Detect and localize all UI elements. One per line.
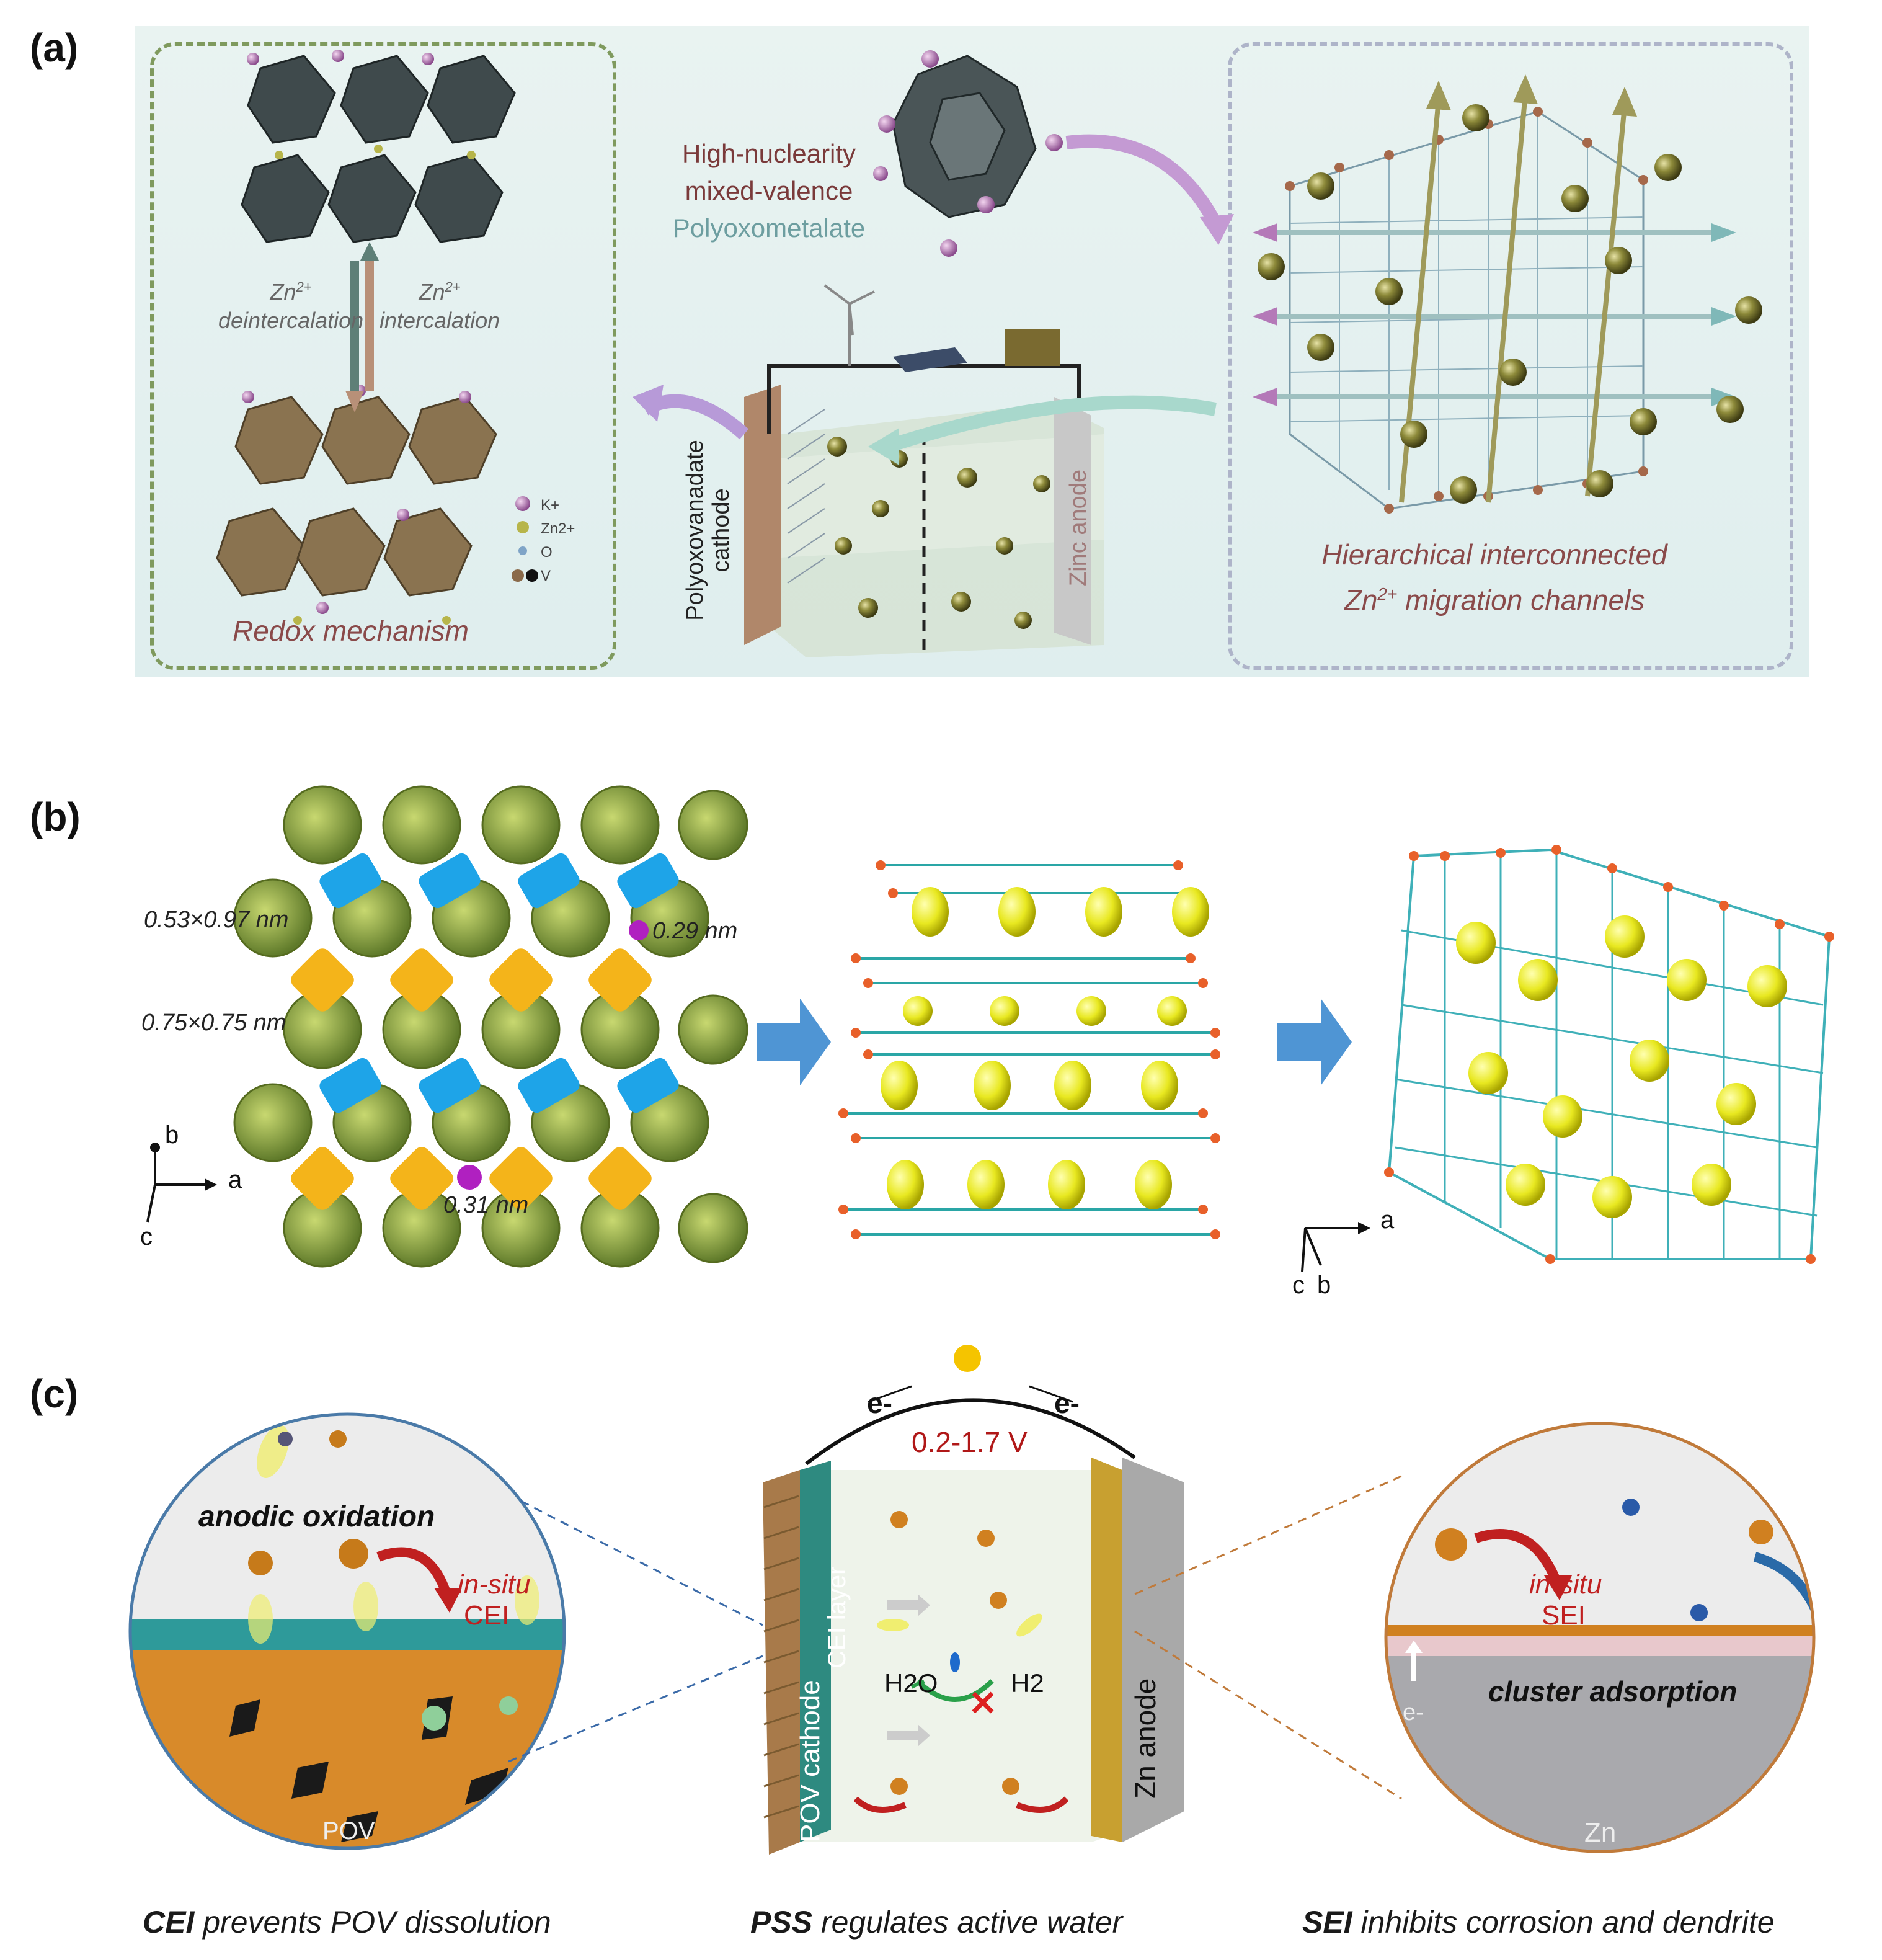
panel-b-label: (b) bbox=[30, 795, 81, 839]
cathode-zoom-circle bbox=[130, 1414, 564, 1848]
panel-a-label: (a) bbox=[30, 25, 79, 70]
caption-sei-text: inhibits corrosion and dendrite bbox=[1352, 1905, 1775, 1940]
redox-mechanism-caption: Redox mechanism bbox=[233, 615, 469, 647]
polyoxometalate-title: High-nuclearity mixed-valence Polyoxomet… bbox=[657, 135, 881, 247]
right-electron-label: e- bbox=[1403, 1699, 1424, 1726]
deint-sup: 2+ bbox=[296, 279, 312, 295]
axis-right-a: a bbox=[1380, 1206, 1395, 1234]
caption-cei-text: prevents POV dissolution bbox=[194, 1905, 551, 1940]
cathode-line1: Polyoxovanadate bbox=[682, 440, 708, 621]
voltage-label: 0.2-1.7 V bbox=[912, 1426, 1028, 1458]
panel-a-graphics bbox=[216, 50, 1762, 657]
migration-caption: Hierarchical interconnected Zn2+ migrati… bbox=[1259, 535, 1730, 620]
dim-label-1: 0.53×0.97 nm bbox=[144, 907, 289, 933]
title-line2: mixed-valence bbox=[685, 176, 853, 205]
zn-label: Zn bbox=[1584, 1817, 1617, 1848]
pss-cell bbox=[763, 1345, 1184, 1855]
deint-text: deintercalation bbox=[218, 308, 364, 333]
axis-right-b: b bbox=[1317, 1272, 1331, 1299]
dim-label-2: 0.75×0.75 nm bbox=[141, 1010, 286, 1036]
polyoxometalate-cluster bbox=[892, 55, 1037, 218]
caption-cei-bold: CEI bbox=[143, 1905, 195, 1940]
cathode-label: Polyoxovanadate cathode bbox=[682, 419, 734, 642]
migration-zn: Zn bbox=[1344, 584, 1378, 617]
caption-cei: CEI prevents POV dissolution bbox=[143, 1904, 551, 1940]
h2o-label: H2O bbox=[884, 1668, 938, 1698]
discharged-clusters bbox=[216, 396, 497, 597]
int-zn: Zn bbox=[419, 279, 445, 305]
axis-left-b: b bbox=[165, 1121, 179, 1149]
redox-mechanism-box bbox=[150, 42, 616, 670]
cei-layer-label: CEI layer bbox=[823, 1566, 851, 1669]
int-text: intercalation bbox=[380, 308, 500, 333]
charged-clusters bbox=[241, 55, 516, 243]
caption-sei-bold: SEI bbox=[1302, 1905, 1352, 1940]
deint-zn: Zn bbox=[270, 279, 296, 305]
deintercalation-label: Zn2+ deintercalation bbox=[218, 273, 363, 335]
axis-left-c: c bbox=[140, 1223, 153, 1250]
int-sup: 2+ bbox=[445, 279, 461, 295]
panel-c-label: (c) bbox=[30, 1371, 79, 1416]
migration-sup: 2+ bbox=[1377, 584, 1398, 604]
caption-pss: PSS regulates active water bbox=[750, 1904, 1122, 1940]
pov-label: POV bbox=[322, 1817, 375, 1845]
legend-v: V bbox=[541, 568, 551, 584]
title-line1: High-nuclearity bbox=[681, 139, 856, 168]
title-line3: Polyoxometalate bbox=[672, 213, 866, 243]
migration-channel-box bbox=[1228, 42, 1793, 670]
h2-label: H2 bbox=[1011, 1668, 1044, 1698]
legend-labels: K+ Zn2+ O V bbox=[541, 494, 575, 588]
dim-label-3: 0.29 nm bbox=[652, 918, 738, 944]
caption-pss-text: regulates active water bbox=[812, 1905, 1123, 1940]
electron-left-label: e- bbox=[867, 1387, 892, 1419]
legend-k: K+ bbox=[541, 497, 560, 514]
cluster-adsorption-label: cluster adsorption bbox=[1488, 1675, 1738, 1708]
zinc-anode-label: Zinc anode bbox=[1065, 469, 1091, 586]
pov-cathode-label: POV cathode bbox=[795, 1680, 825, 1842]
migration-line1: Hierarchical interconnected bbox=[1321, 538, 1667, 571]
caption-sei: SEI inhibits corrosion and dendrite bbox=[1302, 1904, 1775, 1940]
panel-c-graphics bbox=[128, 1345, 1816, 1855]
cathode-line2: cathode bbox=[708, 488, 734, 572]
atom-legend bbox=[512, 496, 538, 582]
battery-schematic bbox=[744, 284, 1104, 657]
left-insitu-label: in-situ bbox=[458, 1569, 531, 1600]
left-cei-label: CEI bbox=[464, 1600, 510, 1631]
migration-line2: migration channels bbox=[1397, 584, 1645, 617]
dim-label-4: 0.31 nm bbox=[443, 1192, 529, 1218]
axis-left-a: a bbox=[228, 1166, 242, 1193]
axis-right-c: c bbox=[1292, 1272, 1305, 1299]
intercalation-label: Zn2+ intercalation bbox=[380, 273, 500, 335]
right-sei-label: SEI bbox=[1542, 1600, 1586, 1631]
panel-b-graphics bbox=[146, 785, 1834, 1272]
legend-zn: Zn2+ bbox=[541, 520, 575, 537]
caption-pss-bold: PSS bbox=[750, 1905, 813, 1940]
right-insitu-label: in-situ bbox=[1529, 1569, 1602, 1600]
electron-right-label: e- bbox=[1054, 1387, 1080, 1419]
zn-anode-label: Zn anode bbox=[1129, 1678, 1161, 1799]
legend-o: O bbox=[541, 544, 553, 561]
anodic-oxidation-label: anodic oxidation bbox=[198, 1500, 435, 1533]
